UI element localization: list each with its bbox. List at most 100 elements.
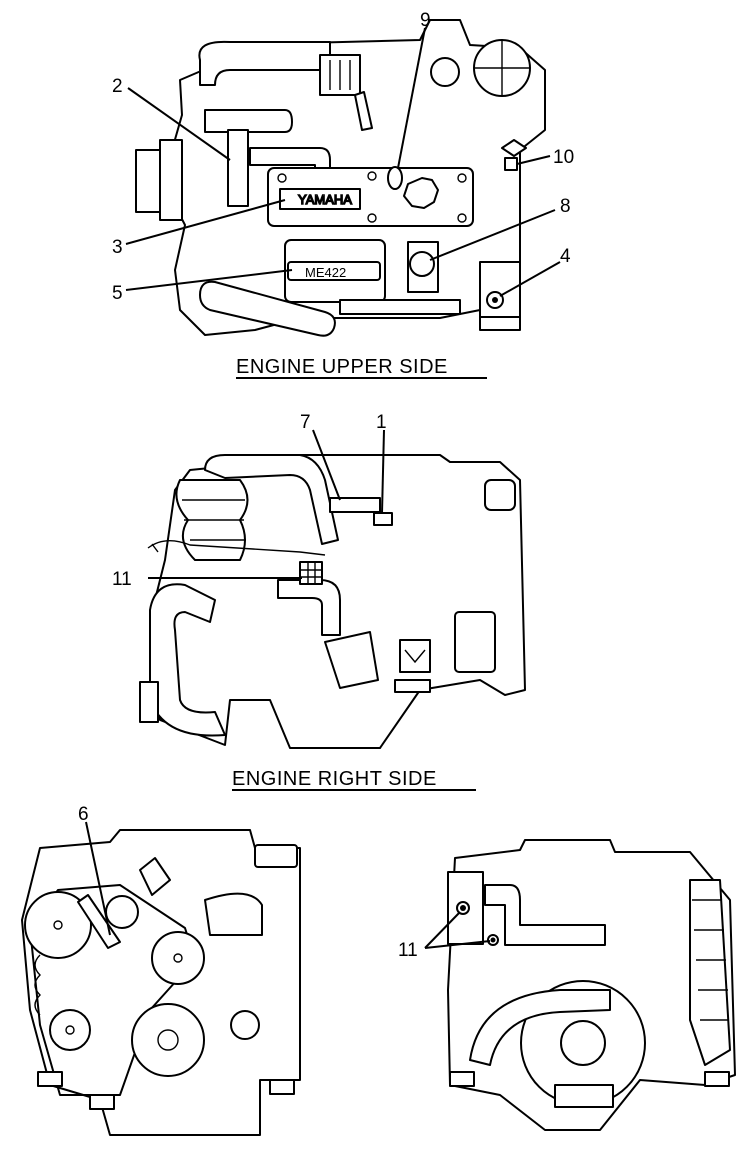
front-pulley-hub: [173, 953, 183, 963]
callout-6: 6: [78, 804, 89, 825]
callout-3: 3: [112, 237, 123, 258]
right-intake-pipe: [204, 454, 339, 545]
upper-me422-text: ME422: [305, 265, 346, 280]
leader-9: [397, 27, 426, 169]
callout-11-rear: 11: [398, 940, 418, 961]
upper-pipe-a: [204, 109, 293, 133]
front-foot-right: [269, 1079, 295, 1095]
front-foot-left: [37, 1071, 63, 1087]
callout-5: 5: [112, 283, 123, 304]
callout-11-right: 11: [112, 569, 132, 590]
right-alternator: [454, 611, 496, 673]
upper-bottom-bar: [339, 299, 461, 315]
rear-foot-left: [449, 1071, 475, 1087]
engine-rear-view: [447, 839, 736, 1131]
right-leader-lines: [148, 429, 385, 579]
leader-5: [125, 269, 293, 291]
upper-top-hose: [198, 40, 331, 86]
rear-fitting-upper-center: [460, 905, 466, 911]
engine-upper-view: YAMAHA ME422: [135, 19, 546, 337]
upper-filler-cap-cross: [475, 40, 530, 96]
front-small-pulley: [230, 1010, 260, 1040]
front-pulley-mid: [151, 931, 205, 985]
front-pipe: [204, 892, 263, 936]
right-small-bracket: [373, 512, 393, 526]
front-crank-pulley-hub: [157, 1029, 179, 1051]
upper-diamond-fitting: [501, 139, 527, 157]
rear-upper-pipe: [484, 884, 606, 946]
rear-leader-lines: [424, 911, 491, 949]
rear-foot-right: [704, 1071, 730, 1087]
upper-lever: [354, 91, 373, 131]
rear-right-hose: [689, 879, 731, 1066]
upper-yamaha-plate: [279, 188, 361, 210]
upper-cover-bolt: [367, 213, 377, 223]
leader-10: [516, 155, 551, 165]
upper-bottom-pipe: [199, 280, 336, 337]
right-terminal-block-grid: [300, 562, 322, 584]
leader-4: [499, 261, 561, 297]
right-callout-numbers: 7 1 11: [112, 412, 387, 590]
callout-7: 7: [300, 412, 311, 433]
rear-hose-ribs: [692, 899, 728, 1021]
upper-drain-housing: [479, 261, 521, 318]
leader-11-rear-b: [424, 940, 491, 949]
front-idler-pulley: [105, 895, 139, 929]
engine-front-view: [21, 829, 301, 1136]
callout-1: 1: [376, 412, 387, 433]
caption-engine-right-side: ENGINE RIGHT SIDE: [232, 768, 437, 790]
upper-oil-filler: [403, 177, 439, 209]
right-mount-mark: [404, 649, 426, 664]
caption-engine-upper-side: ENGINE UPPER SIDE: [236, 356, 448, 378]
upper-label-strip: [227, 129, 249, 207]
upper-callout-numbers: 2 9 10 8 3 4 5: [112, 10, 574, 304]
upper-filter-cap: [409, 251, 435, 277]
right-cap: [484, 479, 516, 511]
right-terminal-block: [299, 561, 323, 585]
callout-4: 4: [560, 246, 571, 267]
callout-10: 10: [553, 147, 574, 168]
callout-8: 8: [560, 196, 571, 217]
engine-right-view: [139, 454, 526, 749]
leader-1: [381, 429, 385, 514]
front-tension-bracket: [139, 857, 171, 896]
upper-cover-bolt: [277, 173, 287, 183]
right-elbow-pipe: [277, 579, 341, 636]
upper-yamaha-text: YAMAHA: [298, 192, 352, 207]
front-foot-mid: [89, 1094, 115, 1110]
upper-leader-lines: [125, 27, 561, 297]
leader-6: [85, 821, 111, 936]
upper-oil-cap-marker: [387, 166, 403, 190]
upper-fitting-ribs: [329, 60, 351, 90]
leader-2: [127, 87, 231, 161]
right-mount-box: [399, 639, 431, 673]
right-sensor-bar: [329, 497, 381, 513]
front-crank-pulley: [131, 1003, 205, 1077]
leader-11-rear-a: [424, 911, 461, 949]
rear-flywheel-hub: [560, 1020, 606, 1066]
front-pulley-upper-left: [24, 891, 92, 959]
right-hose-ribs: [182, 499, 246, 541]
leader-7: [312, 429, 341, 501]
right-pipe-flange: [139, 681, 159, 723]
leader-8: [429, 209, 556, 261]
leader-3: [125, 199, 286, 245]
rear-mount-block: [554, 1084, 614, 1108]
callout-2: 2: [112, 76, 123, 97]
upper-small-cap: [430, 57, 460, 87]
right-bent-pipe: [149, 583, 226, 737]
right-mount-foot: [394, 679, 431, 693]
upper-cover-bolt: [457, 213, 467, 223]
front-pulley-lower-left: [49, 1009, 91, 1051]
upper-left-flange-neck: [159, 139, 183, 221]
right-filter: [324, 631, 379, 689]
right-wire-end: [151, 543, 159, 553]
upper-cover-bolt: [457, 173, 467, 183]
front-top-cap: [254, 844, 298, 868]
rear-curved-pipe: [469, 989, 611, 1066]
front-pulley-hub: [65, 1025, 75, 1035]
front-pulley-hub: [53, 920, 63, 930]
callout-9: 9: [420, 10, 431, 31]
upper-square-fitting: [504, 157, 518, 171]
